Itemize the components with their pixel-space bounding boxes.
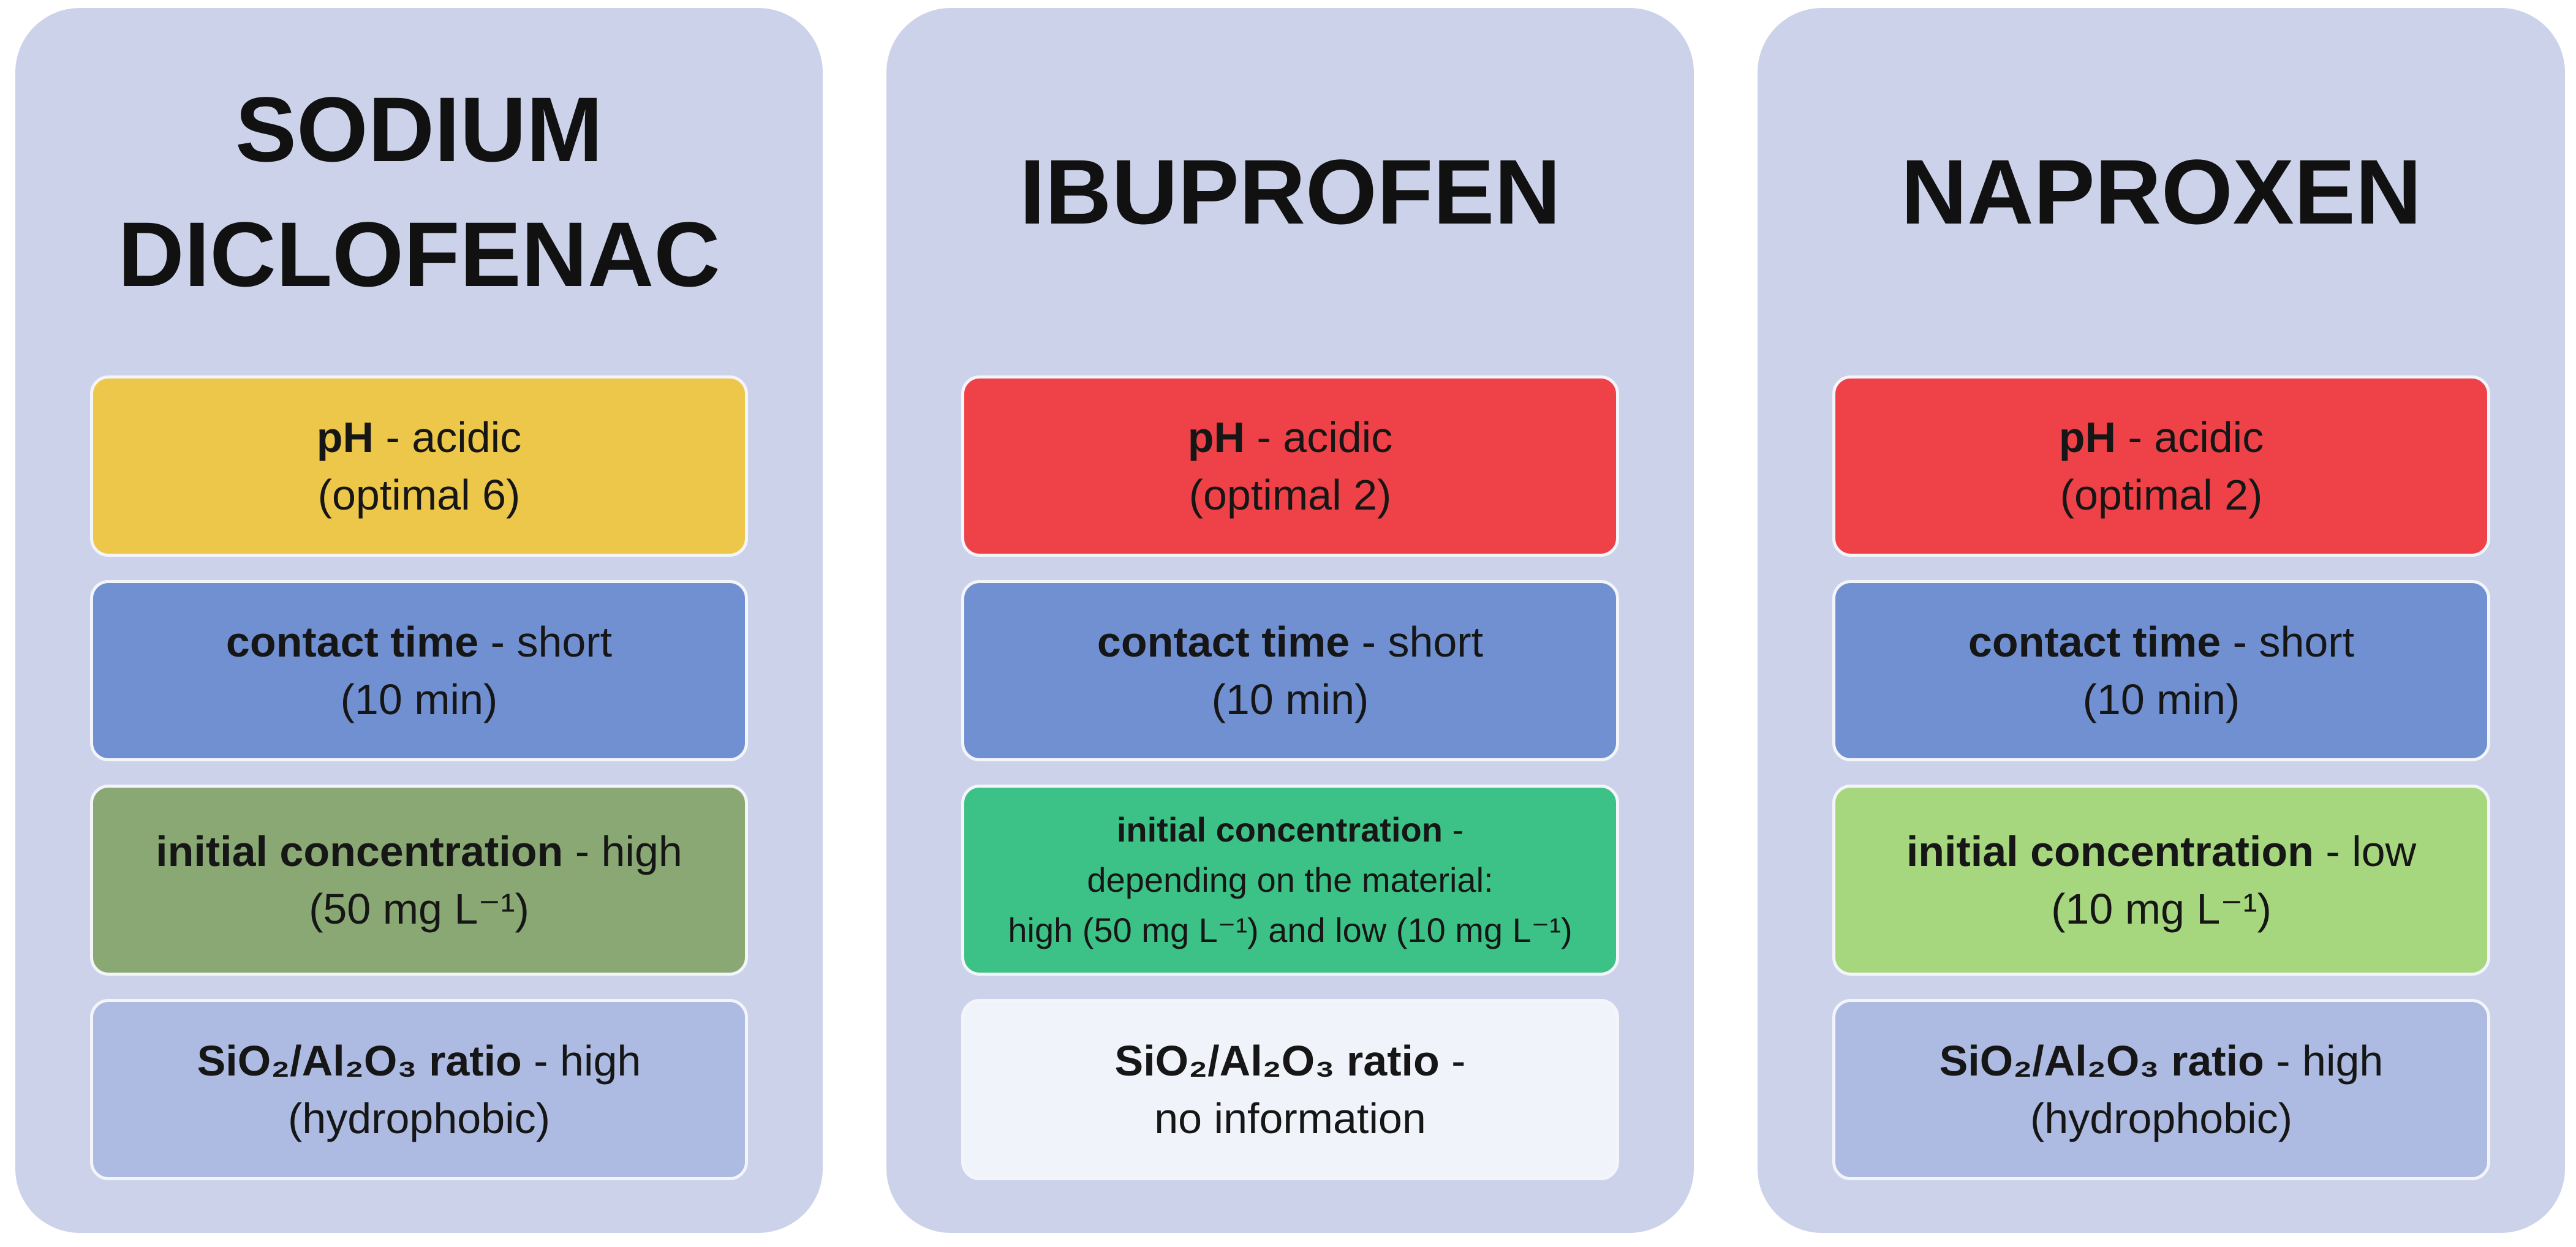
panel-title-naproxen: NAPROXEN <box>1832 8 2490 375</box>
panel-title-line: SODIUM <box>235 78 603 181</box>
box-text-line: (optimal 2) <box>2060 471 2263 519</box>
initial-concentration-box: initial concentration - low (10 mg L⁻¹) <box>1832 785 2490 976</box>
box-text-line: initial concentration - high <box>156 827 682 875</box>
box-text-line: initial concentration - low <box>1906 827 2417 875</box>
box-text-line: (10 min) <box>2082 676 2240 723</box>
box-text-line: (optimal 6) <box>317 471 521 519</box>
box-text-line: pH - acidic <box>316 413 522 461</box>
panel-naproxen: NAPROXEN pH - acidic (optimal 2) contact… <box>1758 8 2565 1233</box>
box-text-line: SiO₂/Al₂O₃ ratio - <box>1114 1037 1466 1085</box>
box-text-line: depending on the material: <box>1087 861 1494 899</box>
panel-ibuprofen: IBUPROFEN pH - acidic (optimal 2) contac… <box>886 8 1694 1233</box>
attribute-box-list: pH - acidic (optimal 2) contact time - s… <box>1832 375 2490 1180</box>
box-text-line: (10 mg L⁻¹) <box>2051 885 2272 933</box>
box-text-line: contact time - short <box>225 618 613 666</box>
attribute-box-list: pH - acidic (optimal 6) contact time - s… <box>90 375 748 1180</box>
panel-title-sodium-diclofenac: SODIUM DICLOFENAC <box>90 8 748 375</box>
contact-time-box: contact time - short (10 min) <box>961 580 1619 761</box>
box-text-line: (10 min) <box>340 676 498 723</box>
attribute-box-list: pH - acidic (optimal 2) contact time - s… <box>961 375 1619 1180</box>
box-text-line: initial concentration - <box>1116 810 1464 849</box>
contact-time-box: contact time - short (10 min) <box>90 580 748 761</box>
sio2-al2o3-ratio-box: SiO₂/Al₂O₃ ratio - no information <box>961 999 1619 1180</box>
initial-concentration-box: initial concentration - high (50 mg L⁻¹) <box>90 785 748 976</box>
panel-title-line: NAPROXEN <box>1900 140 2422 243</box>
box-text-line: pH - acidic <box>2058 413 2264 461</box>
panel-title-ibuprofen: IBUPROFEN <box>961 8 1619 375</box>
contact-time-box: contact time - short (10 min) <box>1832 580 2490 761</box>
initial-concentration-box: initial concentration - depending on the… <box>961 785 1619 976</box>
box-text-line: SiO₂/Al₂O₃ ratio - high <box>197 1037 641 1085</box>
sio2-al2o3-ratio-box: SiO₂/Al₂O₃ ratio - high (hydrophobic) <box>90 999 748 1180</box>
box-text-line: (50 mg L⁻¹) <box>309 885 529 933</box>
sio2-al2o3-ratio-box: SiO₂/Al₂O₃ ratio - high (hydrophobic) <box>1832 999 2490 1180</box>
ph-box: pH - acidic (optimal 6) <box>90 375 748 557</box>
box-text-line: no information <box>1154 1094 1426 1142</box>
ph-box: pH - acidic (optimal 2) <box>1832 375 2490 557</box>
box-text-line: (hydrophobic) <box>2030 1094 2292 1142</box>
panel-row: SODIUM DICLOFENAC pH - acidic (optimal 6… <box>15 8 2565 1233</box>
box-text-line: SiO₂/Al₂O₃ ratio - high <box>1939 1037 2384 1085</box>
box-text-line: high (50 mg L⁻¹) and low (10 mg L⁻¹) <box>1008 911 1573 949</box>
panel-sodium-diclofenac: SODIUM DICLOFENAC pH - acidic (optimal 6… <box>15 8 823 1233</box>
ph-box: pH - acidic (optimal 2) <box>961 375 1619 557</box>
box-text-line: (10 min) <box>1211 676 1369 723</box>
panel-title-line: IBUPROFEN <box>1019 140 1561 243</box>
box-text-line: (optimal 2) <box>1188 471 1392 519</box>
box-text-line: (hydrophobic) <box>288 1094 550 1142</box>
box-text-line: contact time - short <box>1097 618 1484 666</box>
box-text-line: pH - acidic <box>1187 413 1393 461</box>
panel-title-line: DICLOFENAC <box>118 203 720 306</box>
box-text-line: contact time - short <box>1968 618 2355 666</box>
